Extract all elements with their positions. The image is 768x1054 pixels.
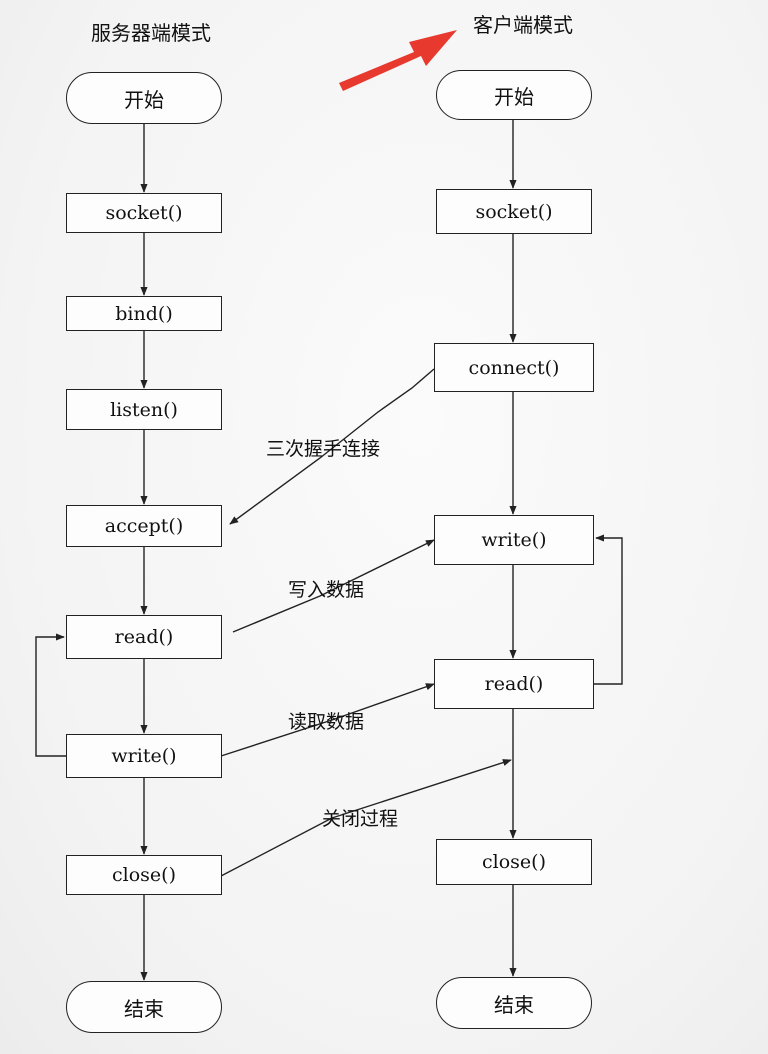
client-close-node: close() — [436, 839, 592, 885]
label-write-data: 写入数据 — [288, 579, 365, 601]
server-close-node: close() — [66, 855, 222, 895]
label-read-data: 读取数据 — [288, 711, 365, 733]
server-start-node: 开始 — [66, 72, 222, 124]
edge-close-process — [220, 759, 512, 877]
server-end-node: 结束 — [66, 981, 222, 1033]
edge-client-loop — [594, 534, 623, 685]
client-title: 客户端模式 — [473, 13, 573, 37]
edge-handshake — [229, 368, 435, 525]
client-write-node: write() — [434, 515, 594, 565]
edge-server-loop — [35, 633, 66, 757]
client-start-node: 开始 — [436, 70, 592, 120]
server-socket-node: socket() — [66, 193, 222, 233]
label-close-process: 关闭过程 — [322, 808, 399, 830]
server-accept-node: accept() — [66, 505, 222, 547]
client-connect-node: connect() — [434, 343, 594, 392]
edge-read-data — [220, 683, 435, 757]
server-title: 服务器端模式 — [91, 21, 211, 45]
edge-write-data — [232, 539, 435, 633]
annotation-red-arrow — [339, 30, 457, 91]
client-read-node: read() — [434, 659, 594, 709]
server-bind-node: bind() — [66, 296, 222, 331]
client-end-node: 结束 — [436, 977, 592, 1029]
server-write-node: write() — [66, 734, 222, 778]
label-handshake: 三次握手连接 — [266, 438, 381, 460]
server-listen-node: listen() — [66, 389, 222, 430]
server-read-node: read() — [66, 615, 222, 659]
client-socket-node: socket() — [436, 189, 592, 234]
